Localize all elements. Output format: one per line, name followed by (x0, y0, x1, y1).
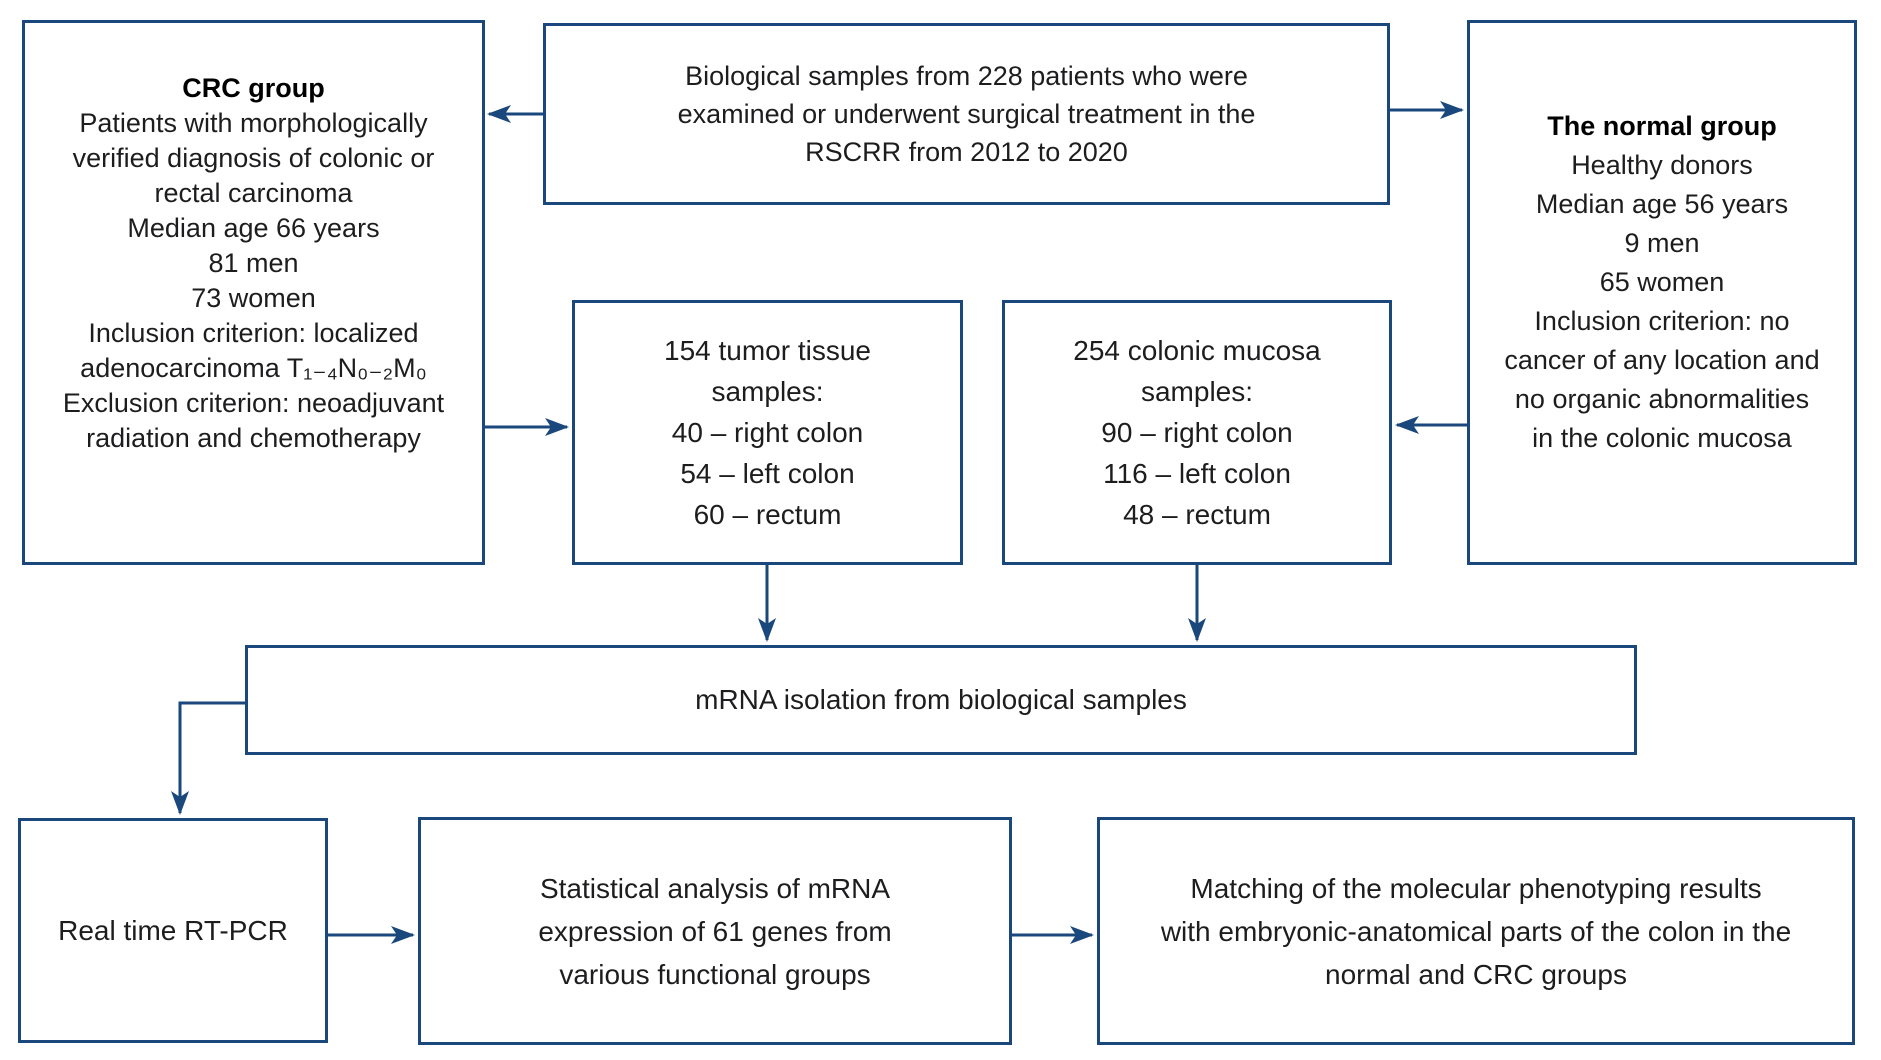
crc-group-line: Patients with morphologically (79, 108, 428, 138)
mrna-isolation-box: mRNA isolation from biological samples (245, 645, 1637, 755)
crc-group-line: 81 men (208, 248, 299, 278)
tumor-tissue-line: 54 – left colon (680, 458, 855, 489)
normal-group-line: no organic abnormalities (1514, 384, 1810, 414)
crc-group-line: 73 women (191, 283, 316, 313)
biological-samples-line: examined or underwent surgical treatment… (677, 99, 1256, 129)
colonic-mucosa-line: 90 – right colon (1101, 417, 1293, 448)
normal-group-line: Inclusion criterion: no (1534, 306, 1790, 336)
normal-group-line: 9 men (1624, 228, 1700, 258)
colonic-mucosa-line: samples: (1140, 376, 1254, 407)
tumor-tissue-line: 154 tumor tissue (664, 335, 871, 366)
normal-group-line: in the colonic mucosa (1532, 423, 1792, 453)
normal-group-line: Healthy donors (1571, 150, 1753, 180)
matching-results-line: Matching of the molecular phenotyping re… (1190, 872, 1762, 904)
normal-group-line: Median age 56 years (1535, 189, 1789, 219)
rtpcr-box: Real time RT-PCR (18, 818, 328, 1043)
normal-group-box: The normal group Healthy donors Median a… (1467, 20, 1857, 565)
crc-group-title: CRC group (182, 73, 325, 103)
normal-group-line: cancer of any location and (1504, 345, 1820, 375)
normal-group-line: 65 women (1599, 267, 1725, 297)
statistical-analysis-line: expression of 61 genes from (538, 915, 892, 947)
tumor-tissue-line: 60 – rectum (693, 499, 842, 530)
biological-samples-line: RSCRR from 2012 to 2020 (805, 137, 1128, 167)
crc-group-line: rectal carcinoma (154, 178, 353, 208)
crc-group-line: Median age 66 years (127, 213, 380, 243)
biological-samples-box: Biological samples from 228 patients who… (543, 23, 1390, 205)
crc-group-box: CRC group Patients with morphologically … (22, 20, 485, 565)
mrna-isolation-label: mRNA isolation from biological samples (695, 684, 1187, 715)
tumor-tissue-line: 40 – right colon (671, 417, 864, 448)
colonic-mucosa-line: 254 colonic mucosa (1073, 335, 1321, 366)
matching-results-box: Matching of the molecular phenotyping re… (1097, 817, 1855, 1045)
crc-group-line: radiation and chemotherapy (86, 423, 421, 453)
colonic-mucosa-line: 116 – left colon (1103, 458, 1291, 489)
crc-group-line: adenocarcinoma T₁₋₄N₀₋₂M₀ (80, 353, 427, 383)
matching-results-line: normal and CRC groups (1325, 958, 1627, 990)
crc-group-line: verified diagnosis of colonic or (72, 143, 435, 173)
crc-group-line: Inclusion criterion: localized (88, 318, 419, 348)
matching-results-line: with embryonic-anatomical parts of the c… (1160, 915, 1792, 947)
rtpcr-label: Real time RT-PCR (58, 914, 288, 946)
biological-samples-line: Biological samples from 228 patients who… (685, 61, 1248, 91)
arrow-mrna-isolation-to-rtpcr (171, 701, 245, 815)
statistical-analysis-box: Statistical analysis of mRNA expression … (418, 817, 1012, 1045)
colonic-mucosa-line: 48 – rectum (1123, 499, 1271, 530)
colonic-mucosa-samples-box: 254 colonic mucosa samples: 90 – right c… (1002, 300, 1392, 565)
tumor-tissue-samples-box: 154 tumor tissue samples: 40 – right col… (572, 300, 963, 565)
statistical-analysis-line: Statistical analysis of mRNA (539, 872, 891, 904)
tumor-tissue-line: samples: (711, 376, 824, 407)
crc-group-line: Exclusion criterion: neoadjuvant (62, 388, 445, 418)
statistical-analysis-line: various functional groups (559, 958, 871, 990)
normal-group-title: The normal group (1547, 111, 1777, 141)
